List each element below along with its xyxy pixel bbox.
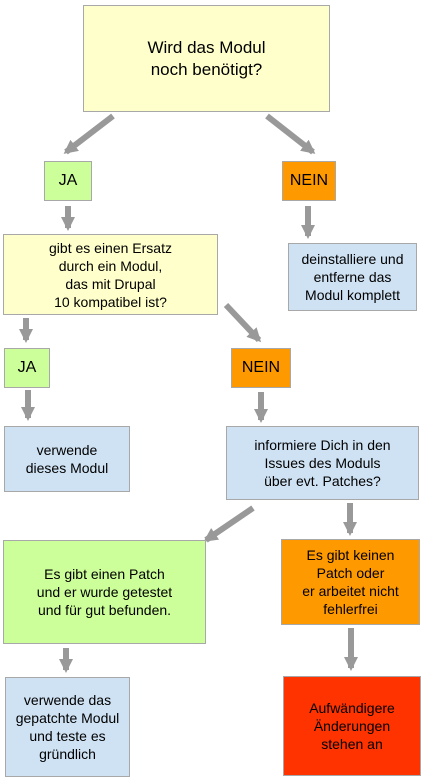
action-use-this-module: verwende dieses Modul (4, 426, 130, 492)
arrow-q1-to-ja1 (63, 113, 115, 155)
arrow-q1-to-nein1 (265, 113, 316, 155)
result-no-working-patch: Es gibt keinen Patch oder er arbeitet ni… (281, 539, 420, 625)
question-module-still-needed: Wird das Modul noch benötigt? (83, 5, 330, 112)
answer-yes-2: JA (4, 348, 50, 388)
question-check-issues-patches: informiere Dich in den Issues des Moduls… (226, 426, 419, 500)
answer-yes-1: JA (44, 161, 92, 201)
arrow-issues-to-patch-found (203, 505, 255, 543)
question-replacement-module: gibt es einen Ersatz durch ein Modul, da… (3, 234, 218, 315)
action-use-patched-module: verwende das gepatchte Modul und teste e… (5, 677, 130, 777)
result-patch-found: Es gibt einen Patch und er wurde geteste… (3, 540, 206, 644)
arrow-q2-to-nein2 (223, 302, 262, 343)
action-uninstall-module: deinstalliere und entferne das Modul kom… (288, 243, 417, 311)
answer-no-1: NEIN (282, 161, 336, 201)
result-major-changes-needed: Aufwändigere Änderungen stehen an (283, 676, 421, 776)
answer-no-2: NEIN (231, 348, 291, 388)
